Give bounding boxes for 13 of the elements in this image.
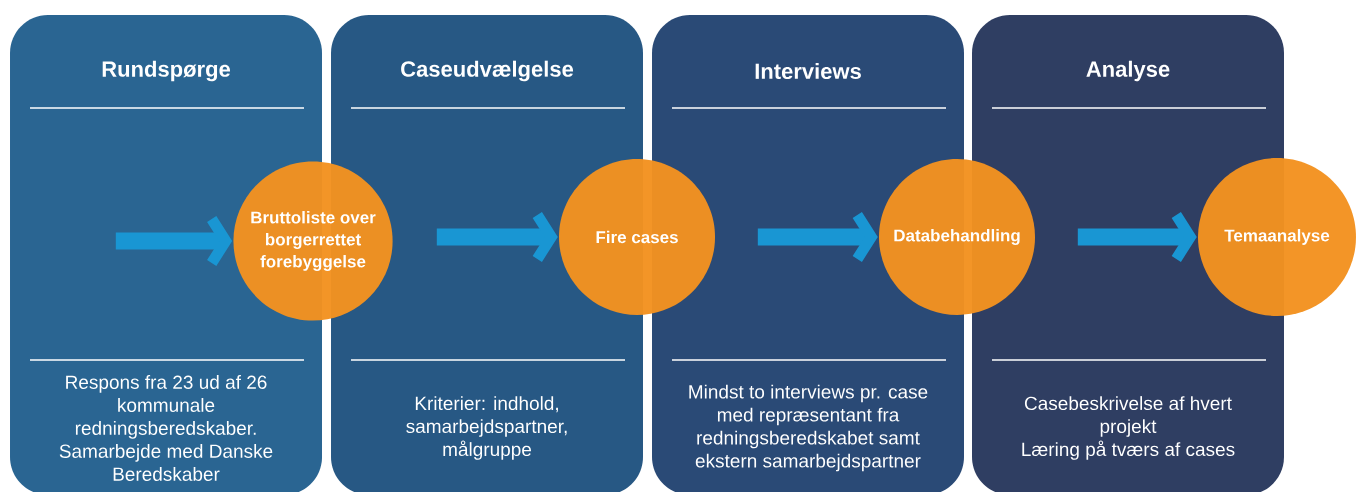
panel-heading: Rundspørge	[102, 60, 231, 82]
arrow	[1077, 212, 1197, 262]
panel-text: Mindst to interviews pr. case med repræsentant fra redningsberedskabet samt ekstern samarbejdspartner	[689, 384, 928, 472]
panel-text: Kriterier: indhold, samarbejdspartner, målgruppe	[406, 396, 567, 460]
arrow	[115, 216, 233, 266]
panel-heading: Analyse	[1086, 60, 1170, 82]
panel-text: Læring på tværs af cases	[1022, 440, 1235, 460]
arrow	[436, 212, 558, 262]
panel-text: Respons fra 23 ud af 26 kommunale redningsberedskaber. Samarbejde med Danske Beredskaber	[59, 375, 273, 481]
panel-text: Casebeskrivelse af hvert projekt	[1024, 396, 1232, 437]
panel-heading: Interviews	[755, 62, 861, 80]
arrow	[757, 212, 878, 262]
panel-heading: Caseudvælgelse	[401, 60, 574, 82]
